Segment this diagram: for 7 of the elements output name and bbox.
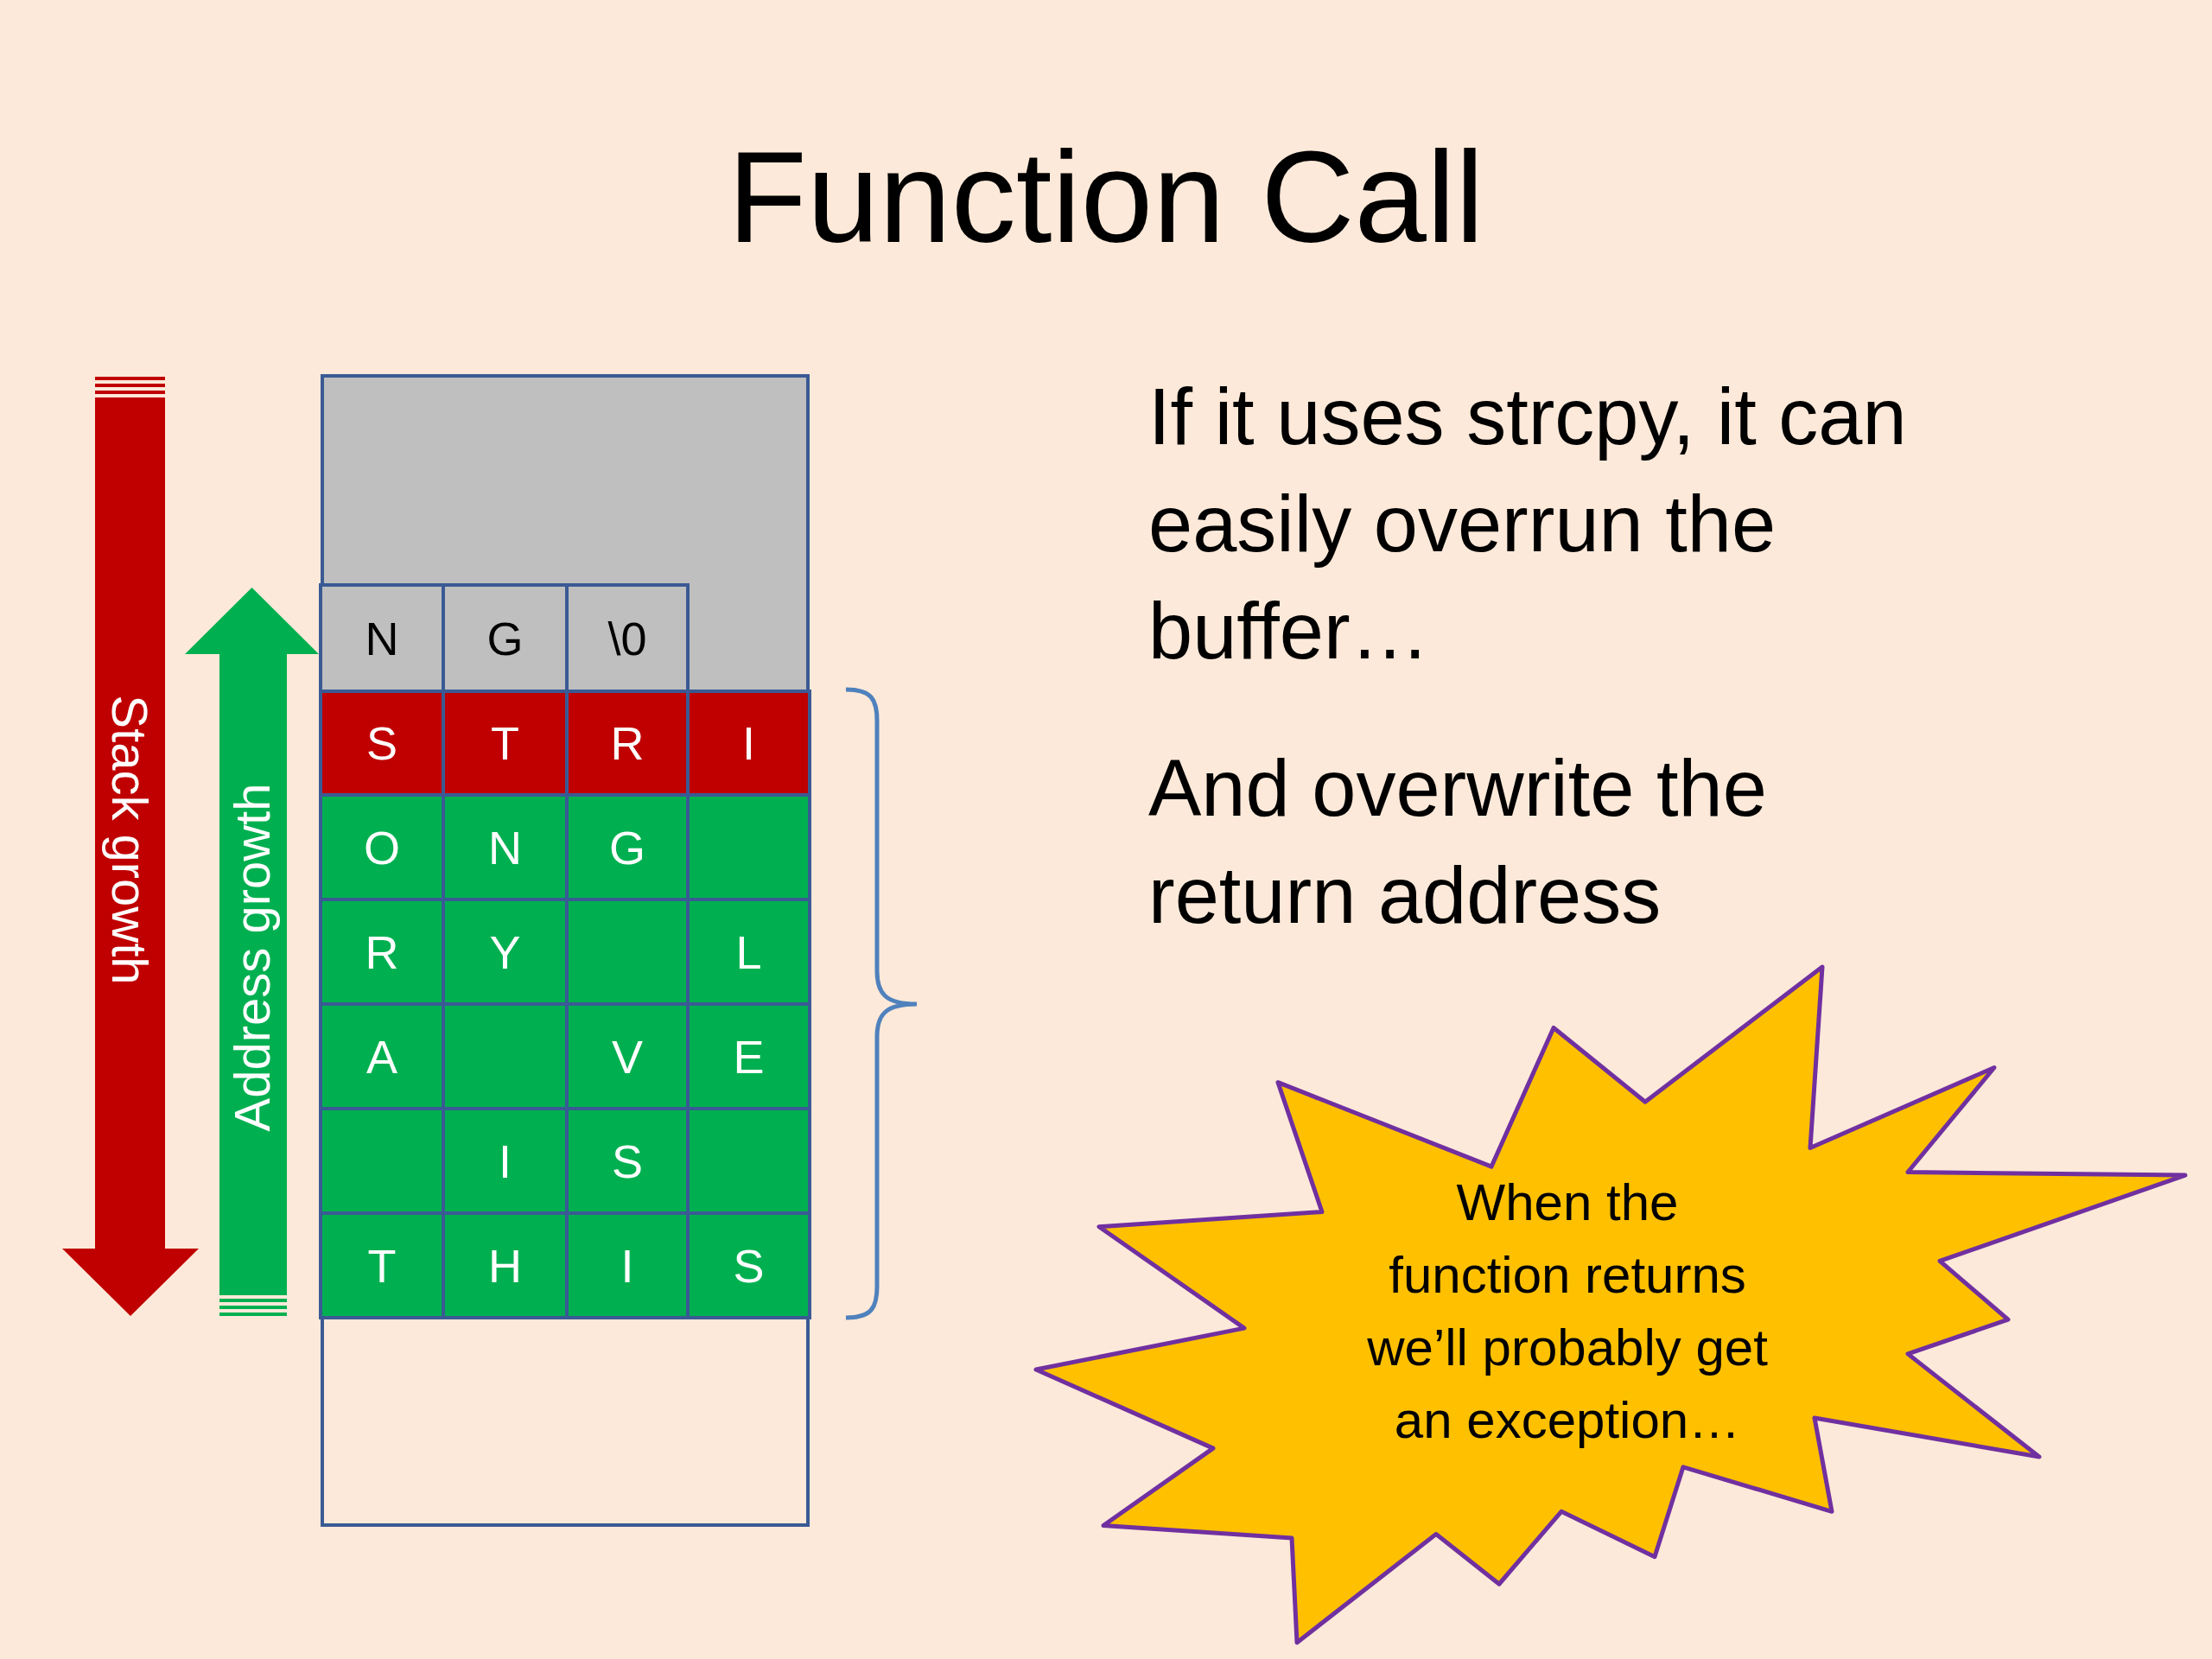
arrow-label: Address growth <box>225 783 280 1132</box>
body-text: And overwrite the return address <box>1148 743 1768 942</box>
callout-text: When the function returns we’ll probably get an exception… <box>1366 1173 1769 1451</box>
stack-frame <box>321 374 810 1527</box>
arrow-label: Stack growth <box>102 695 157 985</box>
slide-title: Function Call <box>728 124 1484 271</box>
body-text: If it uses strcpy, it can easily overrun the buffer… <box>1148 372 1908 677</box>
